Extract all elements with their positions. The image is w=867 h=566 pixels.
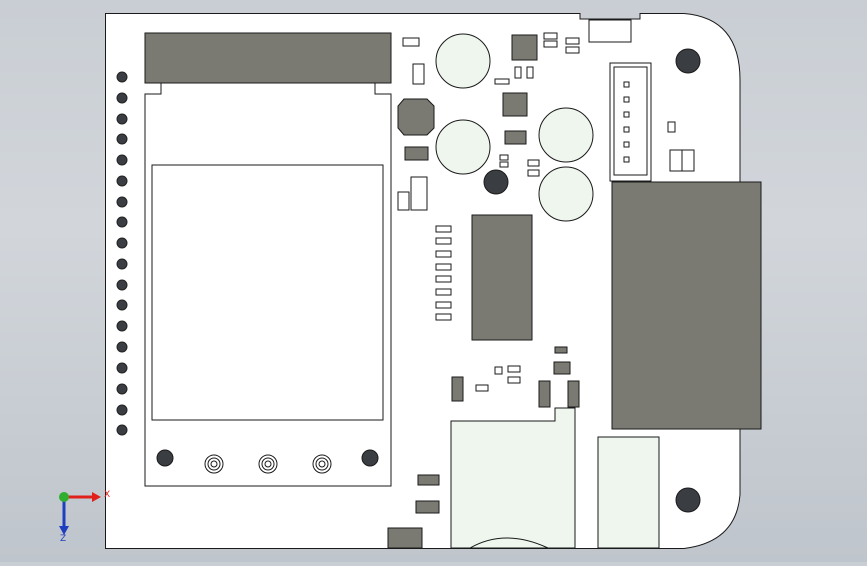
ic-chip [511, 34, 538, 61]
capacitor [538, 166, 594, 222]
connector [387, 527, 423, 549]
mounting-hole-icon [675, 487, 701, 513]
resistor [415, 500, 440, 514]
main-ic [471, 214, 533, 341]
resistor [499, 154, 509, 161]
axis-z-label: Z [60, 534, 66, 544]
resistor [565, 46, 580, 54]
display-mount-hole [361, 449, 379, 467]
transistor [538, 380, 551, 408]
axis-x-label: X [104, 490, 110, 500]
resistor [543, 32, 558, 40]
resistor [412, 63, 425, 85]
resistor [475, 384, 489, 392]
resistor [494, 78, 510, 85]
battery-cutout [469, 537, 549, 549]
resistor [527, 159, 540, 167]
display-screen [151, 164, 384, 421]
resistor [451, 376, 464, 402]
battery-holder [450, 407, 576, 549]
jst-connector-inner [613, 66, 648, 176]
resistor [565, 37, 580, 45]
crystal [397, 98, 435, 136]
axis-triad-icon: X Y Z [59, 490, 110, 544]
display-connector [144, 32, 392, 84]
usb-connector [588, 19, 632, 43]
resistor [410, 176, 428, 211]
resistor [494, 366, 503, 375]
resistor [543, 40, 558, 48]
resistor [667, 121, 676, 133]
switch [597, 436, 660, 549]
ic-chip [404, 146, 429, 161]
capacitor [435, 33, 491, 89]
mounting-hole-icon [675, 48, 701, 74]
resistor [526, 66, 534, 79]
resistor [527, 169, 540, 177]
sd-card-slot [611, 181, 762, 430]
ic-chip [504, 130, 527, 145]
resistor [397, 191, 410, 211]
resistor [553, 361, 571, 375]
pin-header-left [116, 71, 128, 436]
capacitor [538, 107, 594, 163]
mounting-hole-icon [483, 169, 509, 195]
resistor [507, 376, 521, 384]
resistor [499, 161, 509, 168]
ic-chip [502, 92, 528, 117]
transistor [567, 380, 580, 408]
display-mount-hole [156, 449, 174, 467]
resistor [507, 365, 521, 373]
resistor [554, 346, 568, 354]
resistor [417, 474, 440, 486]
resistor [402, 37, 420, 47]
resistor [514, 66, 522, 79]
display-pads [204, 454, 332, 474]
resistor-array [435, 225, 452, 321]
capacitor [435, 119, 491, 175]
jst-pins [623, 81, 630, 163]
